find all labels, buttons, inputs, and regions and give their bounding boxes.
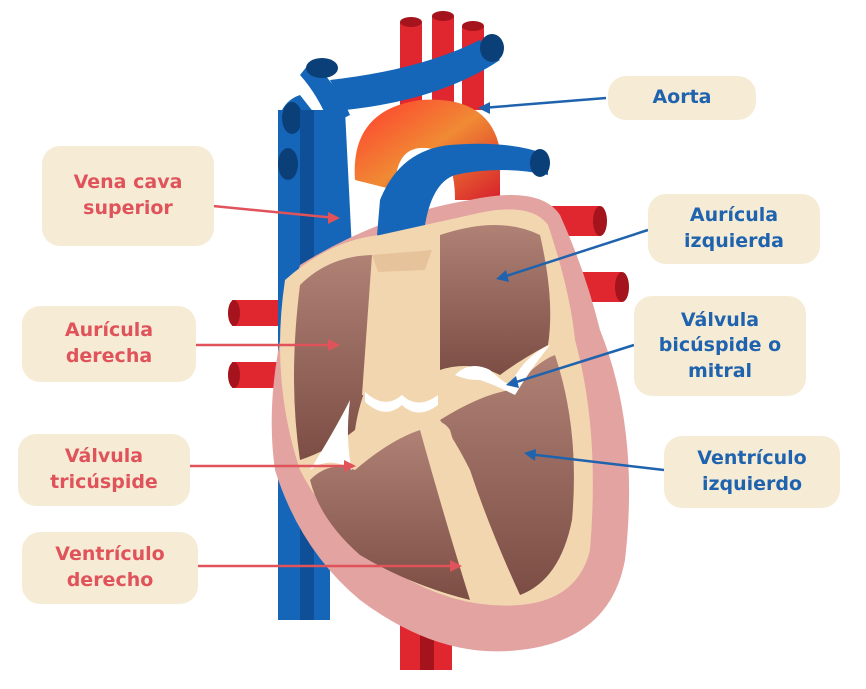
septum <box>420 421 500 600</box>
label-auricula-derecha: Aurícula derecha <box>22 306 196 382</box>
left-ventricle-chamber <box>440 355 574 595</box>
pulmonary-artery-branch <box>330 34 504 110</box>
semilunar-valves <box>365 392 438 413</box>
label-vena-cava-superior: Vena cava superior <box>42 146 214 246</box>
right-ventricle-chamber <box>310 430 470 600</box>
pointer-vena-cava <box>212 204 337 220</box>
label-aorta: Aorta <box>608 76 756 120</box>
pointer-auricula-izquierda <box>499 228 649 280</box>
label-ventriculo-izquierdo: Ventrículo izquierdo <box>664 436 840 508</box>
pointer-valvula-bicuspide <box>509 343 635 386</box>
left-atrium-chamber <box>440 225 551 375</box>
aortic-root <box>362 250 440 395</box>
pointers <box>190 96 665 572</box>
pointer-ventriculo-izquierdo <box>527 452 665 472</box>
right-atrium-chamber <box>294 255 375 460</box>
label-ventriculo-derecho: Ventrículo derecho <box>22 532 198 604</box>
label-valvula-tricuspide: Válvula tricúspide <box>18 434 190 506</box>
pointer-aorta <box>481 96 607 110</box>
aortic-arch <box>354 99 500 200</box>
label-auricula-izquierda: Aurícula izquierda <box>648 194 820 264</box>
label-valvula-bicuspide: Válvula bicúspide o mitral <box>634 296 806 396</box>
mitral-valve <box>455 345 550 395</box>
tricuspid-valve <box>310 400 352 470</box>
